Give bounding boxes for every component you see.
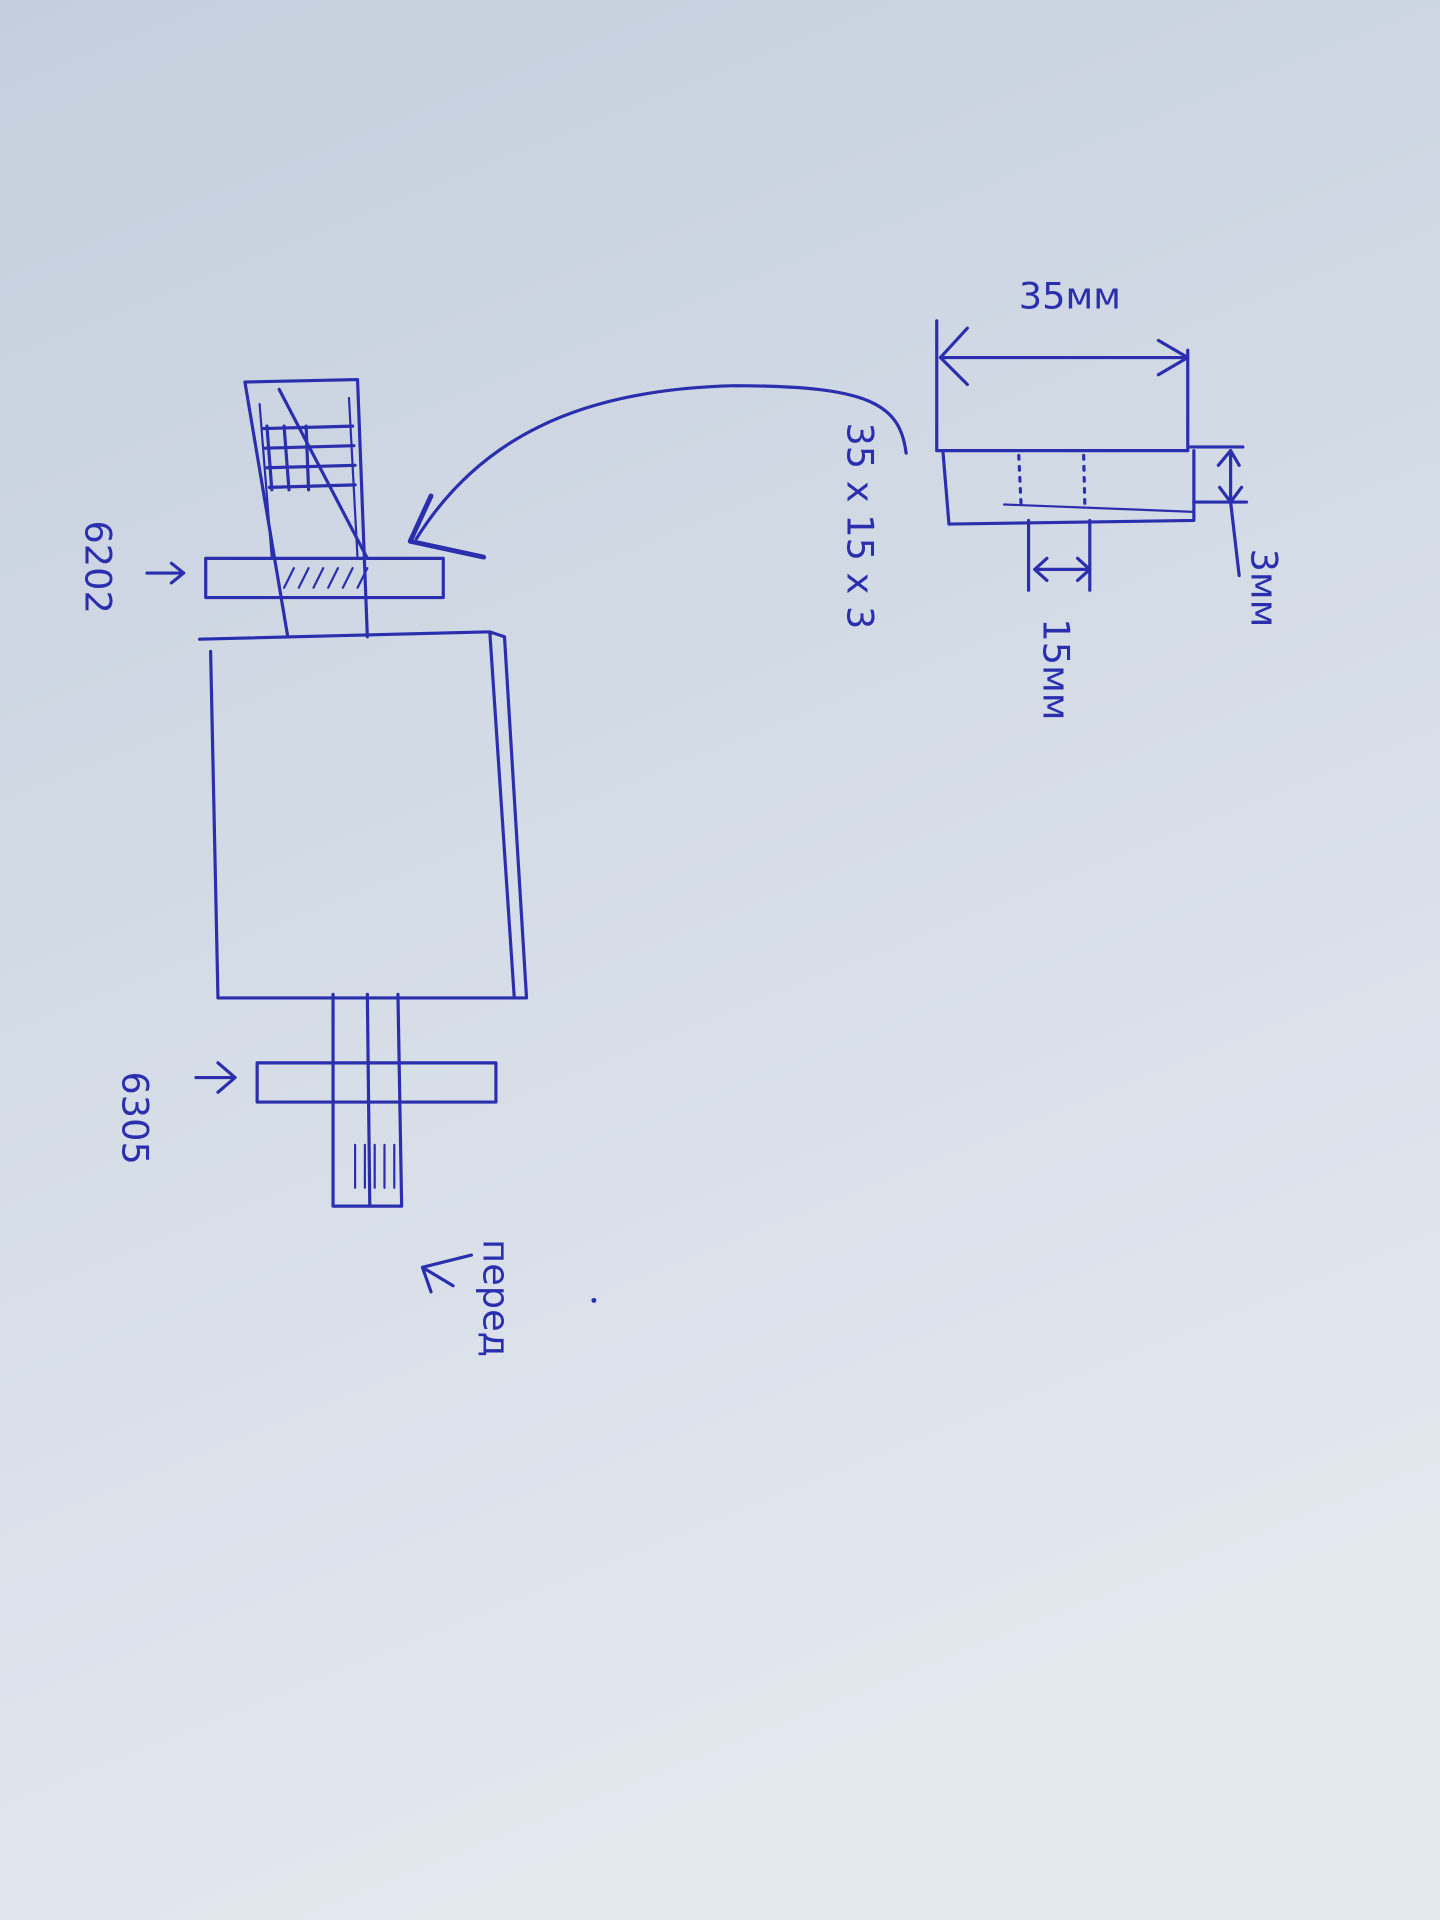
outer-diameter-label: 35мм: [1019, 275, 1121, 318]
pointer-curve-arrow: [414, 384, 908, 541]
front-direction-arrow-icon: [420, 1253, 474, 1294]
rear-shaft: [331, 992, 404, 1208]
pointer-arrowhead-icon: [407, 493, 487, 560]
rear-bearing-arrow-icon: [194, 1061, 237, 1094]
front-bearing: [204, 556, 445, 600]
thickness-dimension: [1188, 445, 1249, 578]
front-shaft: [243, 378, 369, 639]
washer-detail: 35мм 35 x 15 x 3 15мм 3мм: [838, 275, 1285, 721]
inner-diameter-label: 15мм: [1034, 618, 1077, 720]
front-bearing-arrow-icon: [145, 561, 186, 585]
rear-bearing-label: 6305: [113, 1071, 156, 1164]
thickness-label: 3мм: [1242, 549, 1285, 628]
washer-size-label: 35 x 15 x 3: [838, 422, 881, 629]
washer-hub: [1026, 518, 1092, 592]
rear-bearing: [255, 1061, 498, 1104]
rear-thread-hatch: [354, 1143, 396, 1189]
front-direction-label: перед: [475, 1239, 518, 1357]
inner-diameter-dimension: [1033, 556, 1092, 582]
ink-dot: [591, 1297, 597, 1303]
outer-diameter-dimension: [938, 326, 1190, 387]
front-bearing-label: 6202: [77, 520, 120, 613]
bearing-hatch: [282, 567, 369, 589]
motor-assembly: 6202 6305 перед: [77, 378, 529, 1357]
motor-body: [198, 630, 529, 1000]
shaft-spline-hatch: [261, 424, 357, 492]
